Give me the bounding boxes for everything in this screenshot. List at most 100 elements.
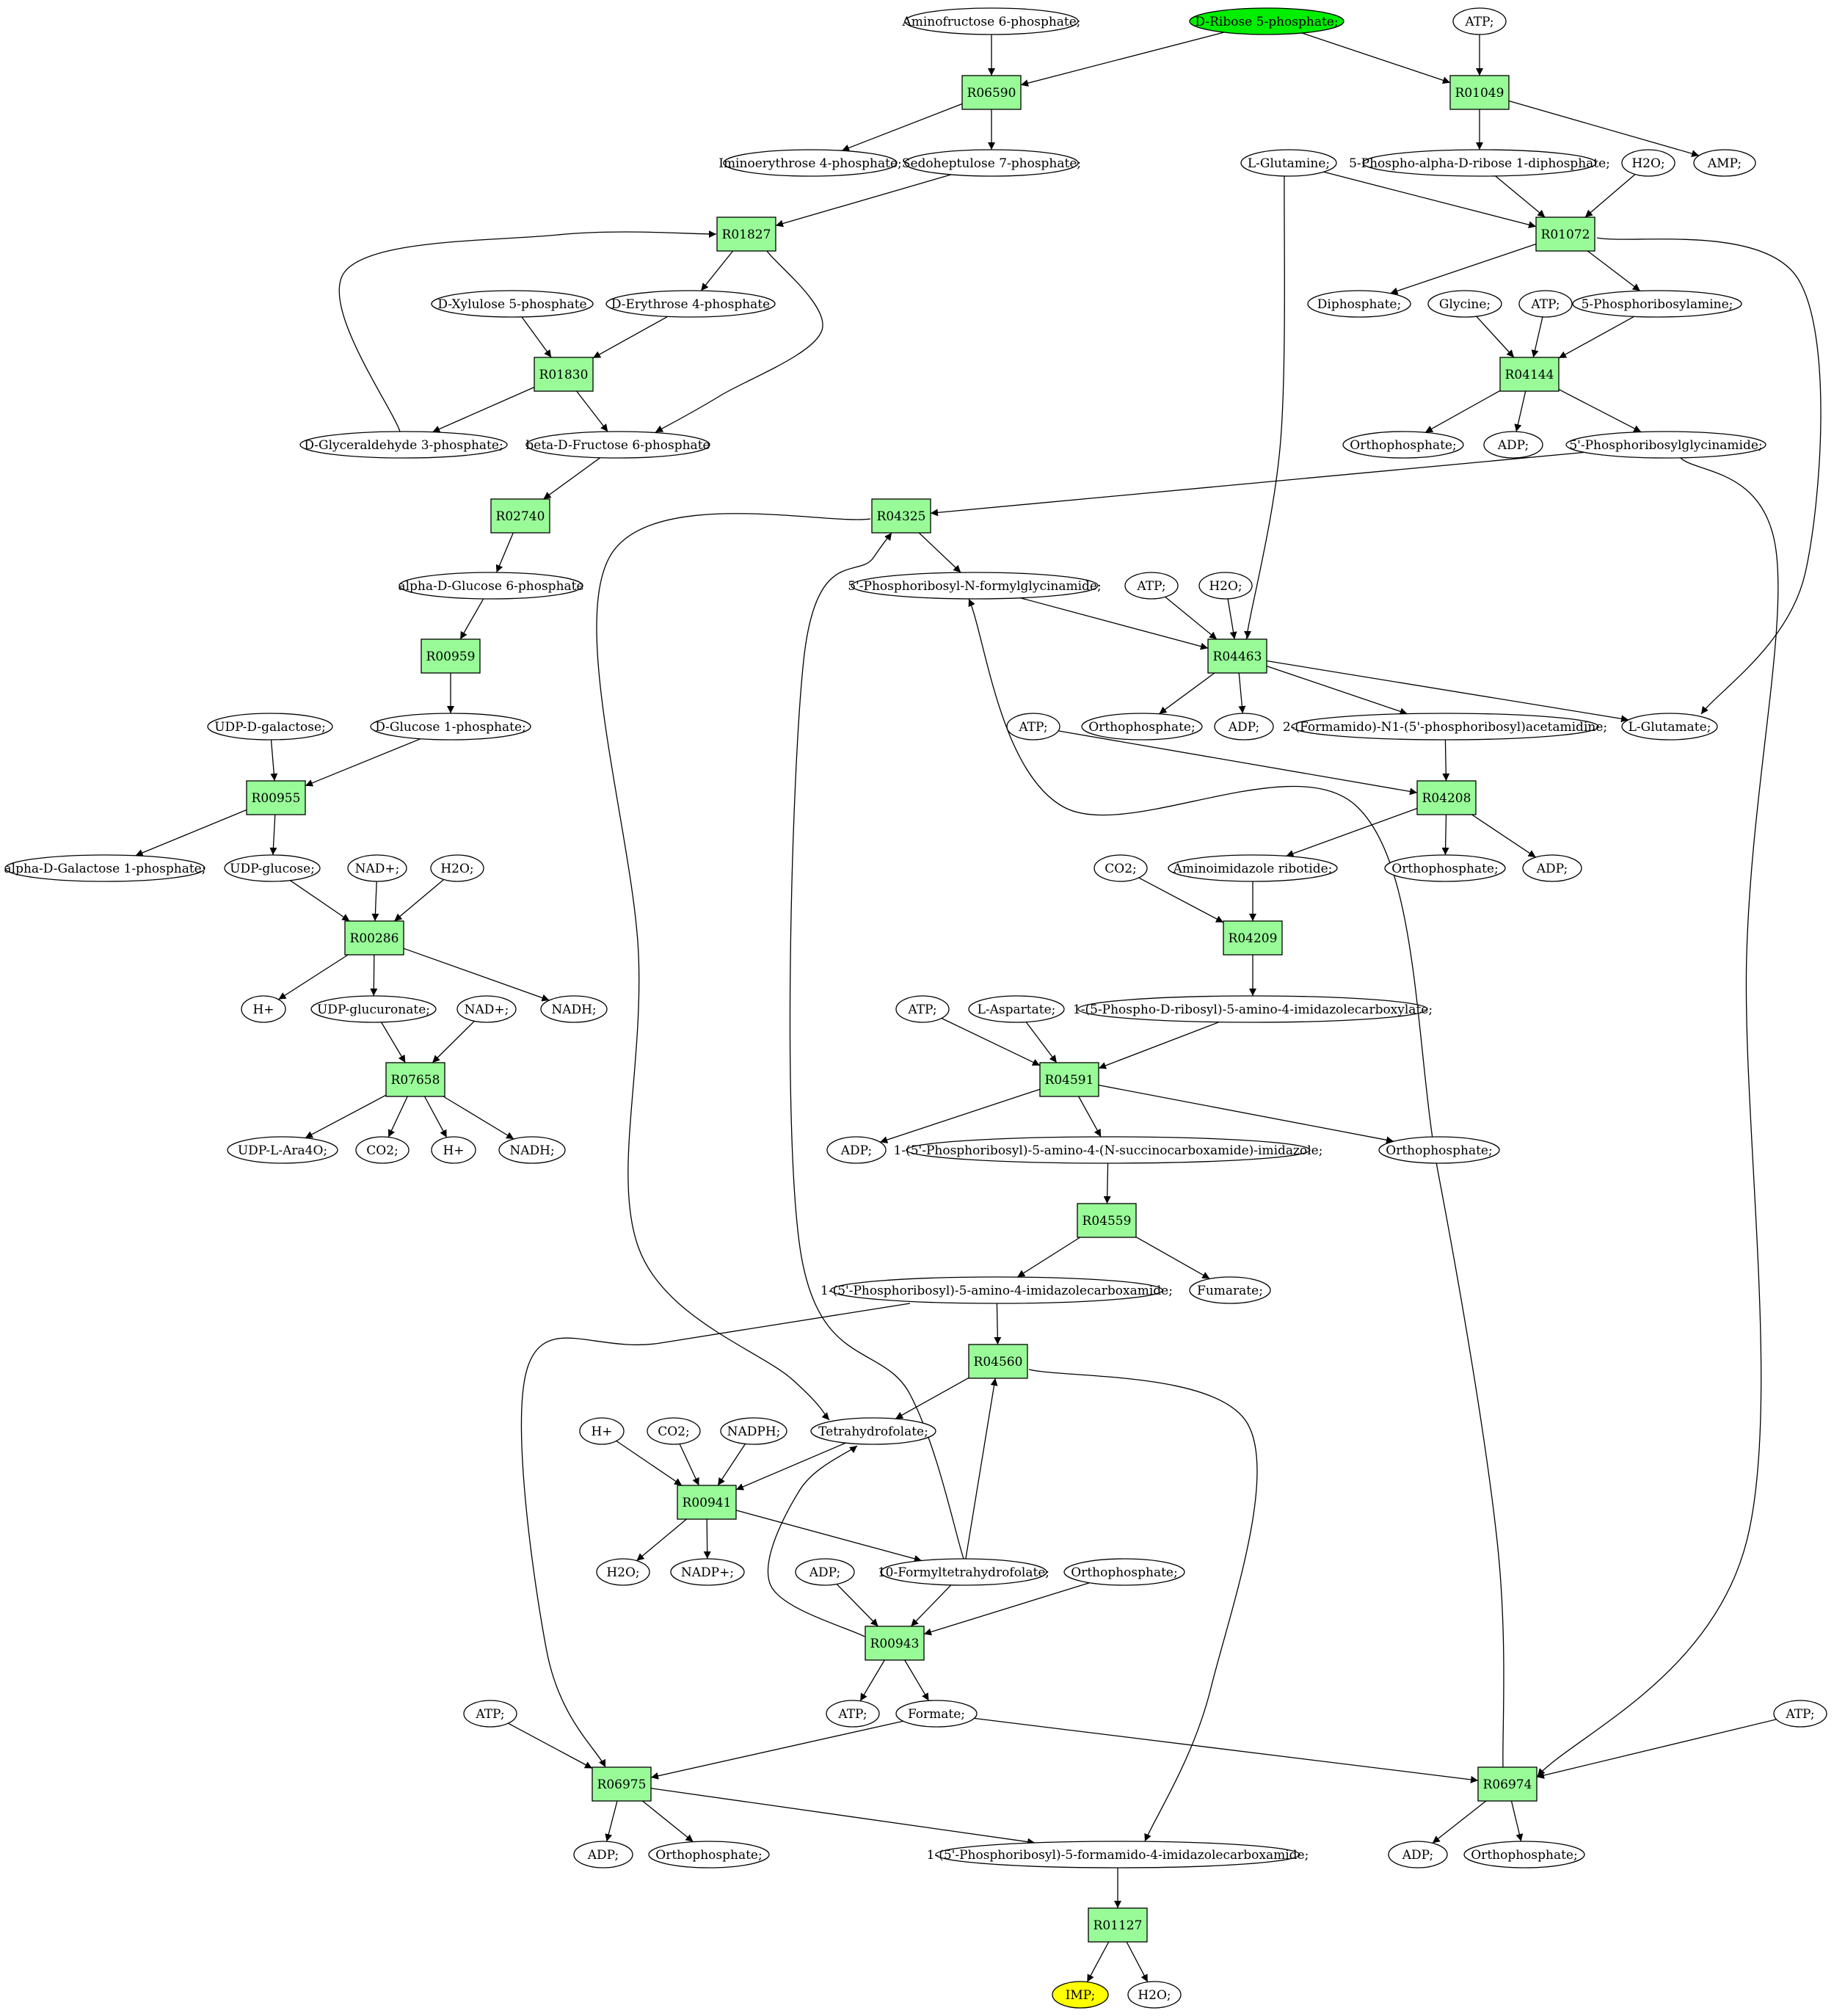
- compound-node-c_atp_4144[interactable]: ATP;: [1518, 290, 1573, 318]
- reaction-node-r_R06974[interactable]: R06974: [1477, 1766, 1538, 1802]
- compound-node-c_h_941[interactable]: H+: [579, 1417, 625, 1445]
- compound-node-c_h2o_941[interactable]: H2O;: [596, 1558, 650, 1586]
- compound-node-c_adp_4591[interactable]: ADP;: [826, 1136, 887, 1164]
- compound-node-c_atp_4208[interactable]: ATP;: [1006, 713, 1060, 740]
- compound-node-c_nadh_286[interactable]: NADH;: [540, 995, 608, 1023]
- compound-node-c_fum[interactable]: Fumarate;: [1189, 1276, 1271, 1304]
- compound-node-c_pi_4591[interactable]: Orthophosphate;: [1378, 1136, 1500, 1164]
- compound-node-c_co2_7658[interactable]: CO2;: [355, 1136, 410, 1164]
- compound-node-c_imp[interactable]: IMP;: [1052, 1981, 1109, 2009]
- reaction-node-r_R01049[interactable]: R01049: [1449, 75, 1510, 110]
- reaction-node-r_R04144[interactable]: R04144: [1499, 357, 1560, 392]
- reaction-node-r_R04463[interactable]: R04463: [1207, 638, 1267, 674]
- compound-node-c_h2o_1127[interactable]: H2O;: [1127, 1981, 1182, 2009]
- compound-node-c_h_7658[interactable]: H+: [431, 1136, 476, 1164]
- compound-ellipse: [573, 1841, 633, 1868]
- compound-node-c_cair[interactable]: 1-(5-Phospho-D-ribosyl)-5-amino-4-imidaz…: [1073, 995, 1433, 1023]
- compound-node-c_udpglc[interactable]: UDP-glucose;: [224, 854, 321, 882]
- compound-node-c_faicar[interactable]: 1-(5'-Phosphoribosyl)-5-formamido-4-imid…: [927, 1841, 1309, 1868]
- reaction-node-r_R01830[interactable]: R01830: [534, 357, 594, 392]
- reaction-node-r_R00941[interactable]: R00941: [677, 1485, 737, 1520]
- compound-node-c_thf[interactable]: Tetrahydrofolate;: [810, 1417, 936, 1445]
- compound-node-c_atp_top[interactable]: ATP;: [1452, 7, 1507, 35]
- compound-node-c_e4p[interactable]: D-Erythrose 4-phosphate: [605, 290, 776, 318]
- compound-node-c_lglu[interactable]: L-Glutamate;: [1621, 713, 1718, 740]
- reaction-node-r_R00955[interactable]: R00955: [246, 780, 306, 815]
- reaction-node-r_R00943[interactable]: R00943: [865, 1626, 925, 1661]
- reaction-node-r_R02740[interactable]: R02740: [490, 498, 550, 534]
- compound-node-c_pi_4144[interactable]: Orthophosphate;: [1342, 431, 1464, 459]
- compound-node-c_nadp[interactable]: NADP+;: [670, 1558, 745, 1586]
- compound-node-c_adp_4208[interactable]: ADP;: [1522, 854, 1582, 882]
- compound-node-c_g3p[interactable]: D-Glyceraldehyde 3-phosphate;: [299, 431, 508, 459]
- compound-node-c_atp_6974[interactable]: ATP;: [1773, 1700, 1827, 1728]
- reaction-node-r_R01127[interactable]: R01127: [1088, 1907, 1148, 1943]
- compound-node-c_adp_943[interactable]: ADP;: [795, 1558, 855, 1586]
- compound-node-c_pi_6975[interactable]: Orthophosphate;: [648, 1841, 770, 1868]
- compound-node-c_nadh_7658[interactable]: NADH;: [498, 1136, 566, 1164]
- compound-node-c_h2o_4463[interactable]: H2O;: [1198, 572, 1253, 600]
- compound-node-c_h_286[interactable]: H+: [241, 995, 286, 1023]
- reaction-node-r_R06975[interactable]: R06975: [592, 1766, 652, 1802]
- compound-node-c_g6p[interactable]: alpha-D-Glucose 6-phosphate: [398, 572, 584, 600]
- compound-node-c_aicar[interactable]: 1-(5'-Phosphoribosyl)-5-amino-4-imidazol…: [820, 1276, 1173, 1304]
- reaction-node-r_R04209[interactable]: R04209: [1223, 920, 1283, 956]
- compound-node-c_udpgal[interactable]: UDP-D-galactose;: [207, 713, 333, 740]
- reaction-node-r_R04208[interactable]: R04208: [1416, 780, 1477, 815]
- compound-node-c_nadph[interactable]: NADPH;: [720, 1417, 787, 1445]
- compound-node-c_fgar[interactable]: 5'-Phosphoribosyl-N-formylglycinamide;: [848, 572, 1102, 600]
- compound-node-c_amf6p[interactable]: Aminofructose 6-phosphate;: [901, 7, 1081, 35]
- compound-node-c_pi_943[interactable]: Orthophosphate;: [1063, 1558, 1185, 1586]
- compound-node-c_diphos[interactable]: Diphosphate;: [1307, 290, 1411, 318]
- reaction-node-r_R07658[interactable]: R07658: [385, 1062, 445, 1097]
- compound-node-c_pi_4208[interactable]: Orthophosphate;: [1384, 854, 1506, 882]
- compound-node-c_gar[interactable]: 5'-Phosphoribosylglycinamide;: [1565, 431, 1766, 459]
- compound-node-c_co2_4209[interactable]: CO2;: [1094, 854, 1148, 882]
- reaction-node-r_R06590[interactable]: R06590: [961, 75, 1022, 110]
- compound-node-c_s7p[interactable]: Sedoheptulose 7-phosphate;: [902, 149, 1081, 177]
- compound-node-c_atp_4591[interactable]: ATP;: [895, 995, 950, 1023]
- compound-node-c_lgln[interactable]: L-Glutamine;: [1240, 149, 1337, 177]
- compound-node-c_prpp[interactable]: 5-Phospho-alpha-D-ribose 1-diphosphate;: [1349, 149, 1610, 177]
- compound-node-c_formate[interactable]: Formate;: [895, 1700, 978, 1728]
- compound-node-c_r5p[interactable]: D-Ribose 5-phosphate;: [1189, 7, 1344, 35]
- compound-node-c_atp_943[interactable]: ATP;: [826, 1700, 880, 1728]
- compound-node-c_pi_6974[interactable]: Orthophosphate;: [1463, 1841, 1585, 1868]
- reaction-node-r_R04559[interactable]: R04559: [1077, 1203, 1137, 1238]
- compound-node-c_nad_286[interactable]: NAD+;: [347, 854, 407, 882]
- compound-node-c_pi_4463[interactable]: Orthophosphate;: [1081, 713, 1203, 740]
- reaction-node-r_R04591[interactable]: R04591: [1039, 1062, 1099, 1097]
- compound-node-c_ie4p[interactable]: Iminoerythrose 4-phosphate;: [718, 149, 902, 177]
- compound-node-c_saicar[interactable]: 1-(5'-Phosphoribosyl)-5-amino-4-(N-succi…: [894, 1136, 1323, 1164]
- reaction-node-r_R00959[interactable]: R00959: [421, 638, 481, 674]
- compound-node-c_pra[interactable]: 5-Phosphoribosylamine;: [1572, 290, 1742, 318]
- compound-node-c_air[interactable]: Aminoimidazole ribotide;: [1168, 854, 1338, 882]
- reaction-node-r_R04325[interactable]: R04325: [871, 498, 931, 534]
- compound-node-c_x5p[interactable]: D-Xylulose 5-phosphate: [431, 290, 594, 318]
- reaction-node-r_R01827[interactable]: R01827: [716, 216, 776, 252]
- compound-node-c_adp_4144[interactable]: ADP;: [1483, 431, 1543, 459]
- compound-node-c_atp_4463[interactable]: ATP;: [1124, 572, 1179, 600]
- compound-node-c_udpara[interactable]: UDP-L-Ara4O;: [227, 1136, 338, 1164]
- compound-node-c_10fthf[interactable]: 10-Formyltetrahydrofolate;: [878, 1558, 1049, 1586]
- compound-node-c_co2_941[interactable]: CO2;: [647, 1417, 701, 1445]
- compound-node-c_adp_6974[interactable]: ADP;: [1388, 1841, 1448, 1868]
- compound-node-c_udpgla[interactable]: UDP-glucuronate;: [310, 995, 437, 1023]
- compound-node-c_g1p[interactable]: D-Glucose 1-phosphate;: [370, 713, 531, 740]
- reaction-node-r_R01072[interactable]: R01072: [1535, 216, 1595, 252]
- compound-node-c_nad_7658[interactable]: NAD+;: [456, 995, 517, 1023]
- compound-node-c_h2o_286[interactable]: H2O;: [430, 854, 484, 882]
- compound-node-c_amp[interactable]: AMP;: [1693, 149, 1756, 177]
- compound-node-c_fgam[interactable]: 2-(Formamido)-N1-(5'-phosphoribosyl)acet…: [1283, 713, 1607, 740]
- compound-node-c_adp_4463[interactable]: ADP;: [1214, 713, 1274, 740]
- compound-node-c_gly[interactable]: Glycine;: [1427, 290, 1502, 318]
- reaction-node-r_R04560[interactable]: R04560: [968, 1344, 1028, 1379]
- reaction-box: [1499, 357, 1560, 392]
- compound-node-c_gal1p[interactable]: alpha-D-Galactose 1-phosphate;: [4, 854, 206, 882]
- compound-node-c_adp_6975[interactable]: ADP;: [573, 1841, 633, 1868]
- compound-node-c_h2o_1072[interactable]: H2O;: [1621, 149, 1675, 177]
- reaction-node-r_R00286[interactable]: R00286: [344, 920, 404, 956]
- compound-node-c_atp_6975[interactable]: ATP;: [463, 1700, 517, 1728]
- compound-node-c_f6p[interactable]: beta-D-Fructose 6-phosphate: [525, 431, 710, 459]
- compound-node-c_asp[interactable]: L-Aspartate;: [968, 995, 1065, 1023]
